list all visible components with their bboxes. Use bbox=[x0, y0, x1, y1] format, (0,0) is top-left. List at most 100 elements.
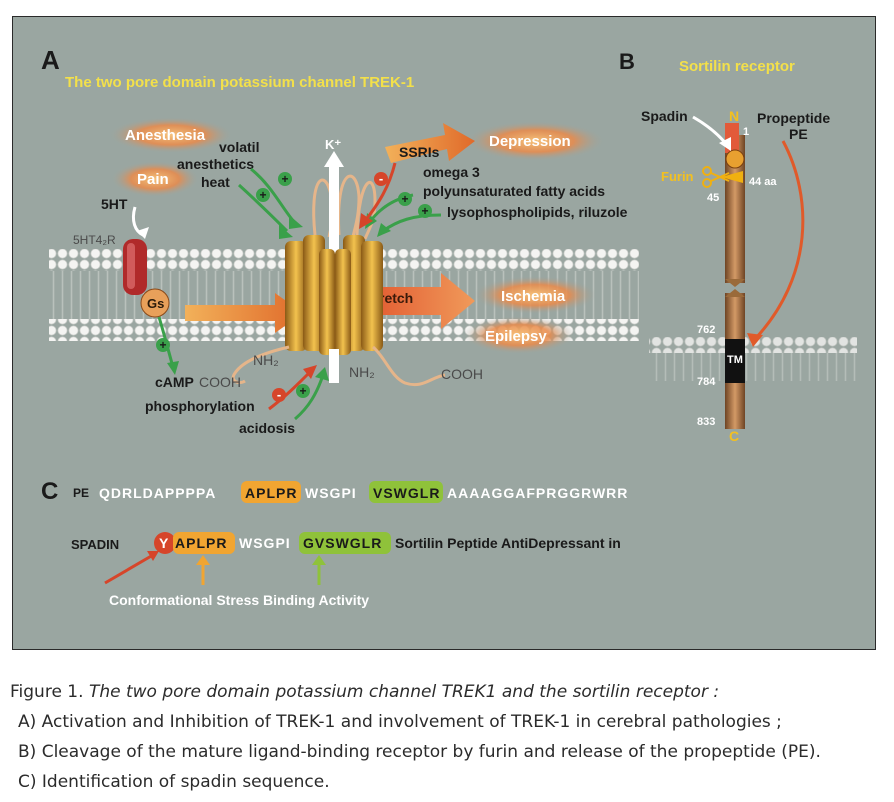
gvs-highlight-spadin bbox=[299, 532, 391, 554]
activation-badge-signs: + + + + + + bbox=[159, 172, 428, 398]
label-residue-784: 784 bbox=[697, 376, 716, 388]
apl-highlight-pe bbox=[241, 481, 301, 503]
spadin-aplpr: APLPR bbox=[175, 535, 227, 551]
plus-sign: + bbox=[401, 192, 408, 206]
plus-sign: + bbox=[299, 384, 306, 398]
pointer-stress-head bbox=[147, 551, 159, 561]
trek1-channel bbox=[285, 235, 383, 355]
stretch-arrow-left bbox=[185, 293, 303, 333]
pointer-stress bbox=[104, 553, 154, 585]
glow-anesthesia bbox=[109, 117, 233, 153]
plus-sign: + bbox=[159, 338, 166, 352]
pe-release-arrowhead bbox=[747, 333, 763, 347]
furin-cleavage-marker bbox=[721, 171, 743, 183]
minus-sign: - bbox=[379, 171, 383, 186]
inhibition-badge-signs: - - bbox=[277, 171, 383, 402]
label-nh2-right: NH₂ bbox=[349, 364, 375, 380]
label-pe-seq: PE bbox=[73, 486, 89, 500]
spadin-y: Y bbox=[159, 535, 169, 551]
panel-a-title: The two pore domain potassium channel TR… bbox=[65, 74, 414, 91]
furin-scissors-icon bbox=[702, 166, 730, 188]
label-cooh-left: COOH bbox=[199, 374, 241, 390]
caption-line-a: A) Activation and Inhibition of TREK-1 a… bbox=[18, 712, 782, 732]
tail-left bbox=[231, 345, 290, 385]
pe-release-arrow bbox=[753, 140, 805, 341]
spadin-arrow bbox=[692, 115, 729, 146]
receptor-highlight bbox=[127, 243, 135, 289]
tail-right bbox=[371, 345, 446, 387]
caption-line-c: C) Identification of spadin sequence. bbox=[18, 772, 330, 792]
activation-badges bbox=[156, 172, 432, 398]
label-phosphorylation: phosphorylation bbox=[145, 398, 255, 414]
plus-sign: + bbox=[281, 172, 288, 186]
channel-loops bbox=[312, 174, 377, 240]
label-n-terminus: N bbox=[729, 108, 739, 124]
label-c-terminus: C bbox=[729, 428, 739, 444]
label-volatil: volatil bbox=[219, 139, 259, 155]
propeptide-pe bbox=[725, 123, 739, 153]
panel-b-letter: B bbox=[619, 49, 635, 74]
glow-pain bbox=[111, 161, 199, 197]
k-efflux-arrowhead bbox=[324, 151, 344, 167]
label-heat: heat bbox=[201, 174, 230, 190]
inhibition-badges bbox=[272, 172, 388, 402]
label-spadin: Spadin bbox=[641, 108, 688, 124]
plus-sign: + bbox=[421, 204, 428, 218]
minus-sign: - bbox=[277, 387, 281, 402]
vsw-highlight-pe bbox=[369, 481, 443, 503]
label-residue-1: 1 bbox=[743, 126, 749, 138]
label-acidosis: acidosis bbox=[239, 420, 295, 436]
label-ischemia: Ischemia bbox=[501, 288, 566, 305]
legend-conformational: Conformational Stress Binding Activity bbox=[109, 592, 369, 608]
label-nh2-left: NH₂ bbox=[253, 352, 279, 368]
label-furin: Furin bbox=[661, 169, 694, 184]
k-efflux-arrow bbox=[329, 165, 339, 255]
panel-b-title: Sortilin receptor bbox=[679, 58, 795, 75]
spadin-description: Sortilin Peptide AntiDepressant in bbox=[395, 535, 621, 551]
label-pe: PE bbox=[789, 126, 808, 142]
gs-protein bbox=[140, 288, 170, 318]
label-lysophospholipids: lysophospholipids, riluzole bbox=[447, 204, 628, 220]
label-anesthesia: Anesthesia bbox=[125, 127, 206, 144]
label-cooh-right: COOH bbox=[441, 366, 483, 382]
label-spadin-seq: SPADIN bbox=[71, 537, 119, 552]
depression-arrow bbox=[385, 123, 475, 163]
label-residue-833: 833 bbox=[697, 416, 715, 428]
label-pain: Pain bbox=[137, 171, 169, 188]
label-k-plus: K⁺ bbox=[325, 137, 341, 152]
plus-sign: + bbox=[259, 188, 266, 202]
pe-seq-aplpr: APLPR bbox=[245, 485, 297, 501]
caption-title: The two pore domain potassium channel TR… bbox=[88, 682, 720, 702]
pointer-binding-head bbox=[196, 555, 210, 565]
label-anesthetics: anesthetics bbox=[177, 156, 254, 172]
activation-arrowheads bbox=[167, 213, 391, 381]
caption-line-b: B) Cleavage of the mature ligand-binding… bbox=[18, 742, 821, 762]
caption-line-1: Figure 1. The two pore domain potassium … bbox=[10, 682, 719, 702]
label-epilepsy: Epilepsy bbox=[485, 328, 547, 345]
label-omega3: omega 3 bbox=[423, 164, 480, 180]
panel-c-letter: C bbox=[41, 478, 58, 505]
label-tm: TM bbox=[727, 354, 743, 366]
pointer-activity-head bbox=[312, 555, 326, 565]
label-camp: cAMP bbox=[155, 374, 194, 390]
label-pufa: polyunsaturated fatty acids bbox=[423, 183, 605, 199]
caption-head: Figure 1. bbox=[10, 682, 84, 702]
spadin-gvswglr: GVSWGLR bbox=[303, 535, 382, 551]
glow-depression bbox=[465, 121, 605, 161]
label-5ht4r: 5HT4₂R bbox=[73, 233, 116, 247]
label-depression: Depression bbox=[489, 133, 571, 150]
spadin-arrowhead bbox=[719, 137, 731, 151]
pe-seq-part2: WSGPI bbox=[305, 485, 357, 501]
panel-a-letter: A bbox=[41, 45, 60, 75]
label-5ht: 5HT bbox=[101, 196, 128, 212]
label-44aa: 44 aa bbox=[749, 176, 777, 188]
5ht-arrowhead bbox=[137, 227, 149, 239]
pe-seq-part1: QDRLDAPPPPA bbox=[99, 485, 216, 501]
apl-highlight-spadin bbox=[173, 532, 235, 554]
k-pore-lower bbox=[329, 349, 339, 383]
inhibition-arrowheads bbox=[303, 213, 373, 379]
glow-epilepsy bbox=[463, 316, 575, 354]
pe-seq-part3: AAAAGGAFPRGGRWRR bbox=[447, 485, 628, 501]
glow-ischemia bbox=[473, 276, 597, 314]
inhibition-arrows bbox=[268, 162, 397, 411]
